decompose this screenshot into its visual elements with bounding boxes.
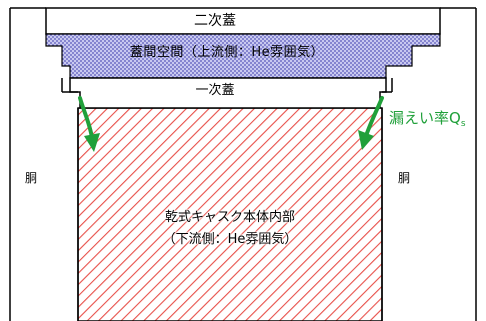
plenum-label: 蓋間空間（上流側：He雰囲気） (129, 45, 325, 60)
primary-lid-label: 一次蓋 (195, 83, 235, 98)
cask-interior-label-line1: 乾式キャスク本体内部 (164, 210, 295, 225)
cask-trunk (9, 7, 477, 321)
leak-arrow-right-head (358, 130, 374, 150)
cask-interior-label-line2: （下流側：He雰囲気） (162, 232, 298, 247)
cask-interior-region (77, 107, 383, 321)
primary-lid (61, 77, 393, 109)
trunk-left-label: 胴 (25, 171, 38, 185)
secondary-lid-label: 二次蓋 (194, 13, 236, 29)
leak-arrow-left (78, 96, 100, 152)
leak-rate-label: 漏えい率Qs (389, 111, 466, 129)
leak-arrow-left-head (84, 133, 100, 152)
leak-rate-subscript: s (460, 119, 466, 129)
leak-rate-text: 漏えい率Q (389, 109, 461, 127)
secondary-lid (45, 7, 441, 35)
trunk-right-label: 胴 (398, 171, 411, 185)
leak-arrow-right (358, 96, 384, 150)
